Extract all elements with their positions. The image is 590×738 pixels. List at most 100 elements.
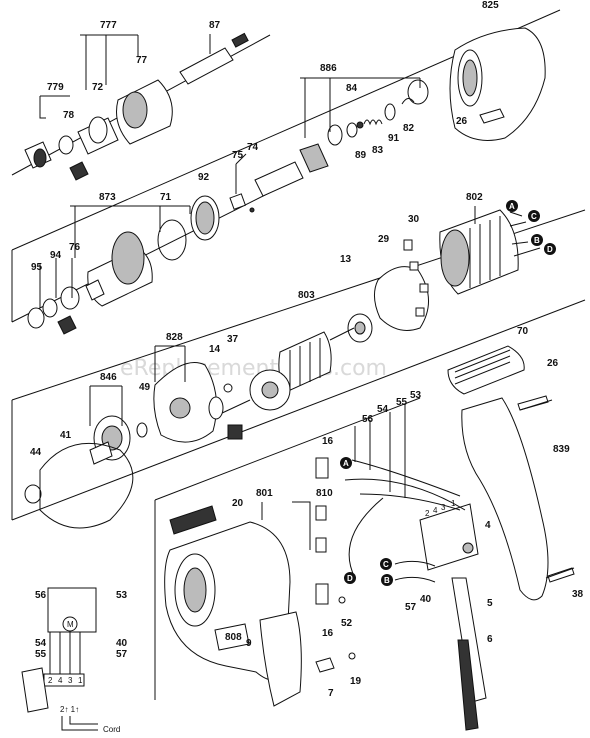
watermark: eReplacementParts.com	[120, 356, 387, 381]
motor-symbol: M	[67, 620, 74, 629]
marker-letter: A	[509, 202, 515, 211]
callout-77: 77	[136, 55, 148, 66]
callout-75: 75	[232, 150, 244, 161]
marker-letter: B	[534, 236, 540, 245]
callout-95: 95	[31, 262, 43, 273]
callout-53: 53	[116, 590, 128, 601]
brushes	[315, 457, 356, 673]
marker-letter: B	[384, 576, 390, 585]
callout-72: 72	[92, 82, 104, 93]
callout-94: 94	[50, 250, 62, 261]
marker-letter: D	[347, 574, 353, 583]
callout-5: 5	[487, 598, 493, 609]
gear-cover	[24, 362, 243, 529]
callout-19: 19	[350, 676, 362, 687]
armature	[219, 327, 355, 415]
callout-810: 810	[316, 488, 333, 499]
switch-terminal-numbers: 2 4 3 1	[425, 499, 456, 518]
callout-54: 54	[35, 638, 47, 649]
screws	[519, 399, 575, 579]
callout-55: 55	[396, 397, 408, 408]
cord-terminals: 2↑ 1↑	[60, 705, 79, 714]
callout-44: 44	[30, 447, 42, 458]
callout-13: 13	[340, 254, 352, 265]
callout-9: 9	[246, 638, 252, 649]
marker-circle	[381, 574, 393, 586]
callout-40: 40	[420, 594, 432, 605]
callout-57: 57	[116, 649, 128, 660]
callout-7: 7	[328, 688, 334, 699]
wire-marker-a: A	[506, 200, 518, 212]
marker-letter: C	[531, 212, 537, 221]
callout-84: 84	[346, 83, 358, 94]
marker-circle	[344, 572, 356, 584]
callout-78: 78	[63, 110, 75, 121]
callout-57: 57	[405, 602, 417, 613]
switch-terminal: 2	[425, 509, 430, 518]
wiring-schematic: M 2 4 3 1 2↑ 1↑ Cord	[21, 587, 120, 734]
callout-52: 52	[341, 618, 353, 629]
callout-14: 14	[209, 344, 221, 355]
marker-circle	[380, 558, 392, 570]
callout-802: 802	[466, 192, 483, 203]
callout-886: 886	[320, 63, 337, 74]
callout-4: 4	[485, 520, 491, 531]
gear-housing	[449, 27, 546, 141]
marker-letter: D	[547, 245, 553, 254]
switch-terminal: 3	[441, 503, 446, 512]
switch-terminal: 1	[451, 499, 456, 508]
callout-825: 825	[482, 0, 499, 11]
marker-circle	[506, 200, 518, 212]
clutch-assembly	[24, 32, 249, 181]
callout-37: 37	[227, 334, 239, 345]
callout-808: 808	[225, 632, 242, 643]
wire-marker-a: A	[340, 457, 352, 469]
marker-circle	[544, 243, 556, 255]
terminal-label: 3	[68, 676, 73, 685]
marker-letter: C	[383, 560, 389, 569]
leader-lines	[39, 34, 476, 550]
marker-letter: A	[343, 459, 349, 468]
callout-6: 6	[487, 634, 493, 645]
field-coil	[439, 209, 541, 295]
callout-56: 56	[35, 590, 47, 601]
callout-20: 20	[232, 498, 244, 509]
callout-53: 53	[410, 390, 422, 401]
callout-54: 54	[377, 404, 389, 415]
switch-terminal: 4	[433, 506, 438, 515]
callout-846: 846	[100, 372, 117, 383]
callout-82: 82	[403, 123, 415, 134]
brush-holder	[347, 239, 429, 343]
callout-91: 91	[388, 133, 400, 144]
callout-92: 92	[198, 172, 210, 183]
callout-71: 71	[160, 192, 172, 203]
callout-828: 828	[166, 332, 183, 343]
callout-777: 777	[100, 20, 117, 31]
marker-circle	[528, 210, 540, 222]
wire-marker-d: D	[544, 243, 556, 255]
callout-56: 56	[362, 414, 374, 425]
callout-49: 49	[139, 382, 151, 393]
callout-70: 70	[517, 326, 529, 337]
spindle-parts	[229, 79, 429, 213]
callout-41: 41	[60, 430, 72, 441]
callout-29: 29	[378, 234, 390, 245]
callout-26: 26	[547, 358, 559, 369]
wire-marker-c: C	[380, 558, 392, 570]
wire-marker-c: C	[528, 210, 540, 222]
wire-marker-b: B	[531, 234, 543, 246]
wire-marker-b: B	[381, 574, 393, 586]
callout-74: 74	[247, 142, 259, 153]
callout-76: 76	[69, 242, 81, 253]
callout-26: 26	[456, 116, 468, 127]
callout-779: 779	[47, 82, 64, 93]
callout-87: 87	[209, 20, 221, 31]
marker-circle	[340, 457, 352, 469]
wire-marker-d: D	[344, 572, 356, 584]
callout-38: 38	[572, 589, 584, 600]
callout-803: 803	[298, 290, 315, 301]
gearbox-parts	[27, 195, 220, 335]
